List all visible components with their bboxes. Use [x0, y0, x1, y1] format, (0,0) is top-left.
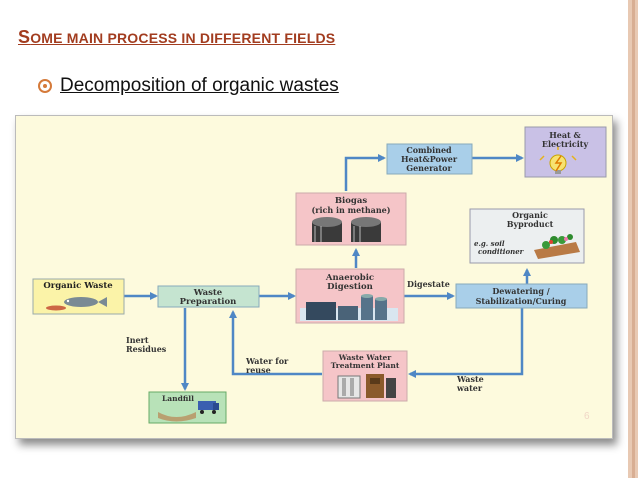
- svg-text:Heat &: Heat &: [549, 130, 581, 140]
- digester-plant-icon: [300, 294, 398, 321]
- svg-text:Landfill: Landfill: [162, 394, 194, 403]
- arrow-wwtp-to-prep: [229, 310, 322, 376]
- svg-text:Anaerobic: Anaerobic: [325, 273, 374, 283]
- svg-text:Digestion: Digestion: [327, 282, 373, 292]
- bullet-text: Decomposition of organic wastes: [60, 75, 339, 96]
- label-water-reuse-1: Water for: [245, 356, 289, 366]
- biogas-node: Biogas (rich in methane): [295, 192, 407, 246]
- page-number: 6: [584, 411, 590, 422]
- organic-byproduct-node: Organic Byproduct e.g. soil conditioner: [469, 208, 585, 264]
- svg-text:(rich in methane): (rich in methane): [311, 205, 390, 215]
- arrow-biogas-to-chp: [344, 154, 386, 191]
- svg-text:Treatment Plant: Treatment Plant: [331, 361, 400, 370]
- svg-text:Organic: Organic: [512, 210, 548, 220]
- svg-text:Preparation: Preparation: [180, 297, 237, 307]
- diagram-arrows: [124, 154, 531, 391]
- svg-text:Waste Water: Waste Water: [338, 353, 393, 362]
- svg-text:Electricity: Electricity: [542, 139, 589, 149]
- arrow-dewatering-to-wwtp: [408, 308, 524, 378]
- slide-title: SOME MAIN PROCESS IN DIFFERENT FIELDS: [18, 27, 336, 47]
- label-digestate: Digestate: [407, 279, 450, 289]
- slide-border-decoration: [628, 0, 638, 478]
- dewatering-node: Dewatering / Stabilization/Curing: [455, 283, 588, 309]
- svg-text:Dewatering /: Dewatering /: [492, 286, 549, 296]
- planter-icon: [534, 234, 580, 259]
- fish-icon: [46, 297, 107, 311]
- process-diagram: Organic Waste Waste Preparation Anaerobi…: [15, 115, 613, 439]
- label-waste-water-1: Waste: [456, 374, 484, 384]
- gas-tanks-icon: [312, 217, 381, 242]
- svg-text:conditioner: conditioner: [478, 247, 525, 256]
- waste-preparation-node: Waste Preparation: [157, 285, 260, 308]
- svg-text:Organic Waste: Organic Waste: [43, 281, 113, 291]
- label-inert-1: Inert: [126, 335, 149, 345]
- landfill-node: Landfill: [148, 391, 227, 424]
- label-waste-water-2: water: [456, 383, 483, 393]
- bullet-icon: [38, 79, 52, 93]
- label-water-reuse-2: reuse: [246, 365, 271, 375]
- treatment-plant-icon: [337, 374, 396, 399]
- svg-text:Stabilization/Curing: Stabilization/Curing: [476, 296, 567, 306]
- lightbulb-icon: [539, 147, 577, 174]
- svg-text:Biogas: Biogas: [335, 196, 368, 206]
- dump-truck-icon: [158, 401, 219, 422]
- chp-generator-node: Combined Heat&Power Generator: [386, 143, 473, 175]
- bullet-item: Decomposition of organic wastes: [38, 75, 339, 97]
- svg-text:Byproduct: Byproduct: [507, 219, 554, 229]
- heat-electricity-node: Heat & Electricity: [524, 126, 607, 178]
- svg-text:Combined: Combined: [406, 145, 452, 155]
- svg-text:Waste: Waste: [193, 288, 223, 298]
- label-inert-2: Residues: [126, 344, 167, 354]
- svg-text:Heat&Power: Heat&Power: [401, 154, 458, 164]
- anaerobic-digestion-node: Anaerobic Digestion: [295, 268, 405, 324]
- svg-text:e.g. soil: e.g. soil: [474, 239, 505, 248]
- svg-text:Generator: Generator: [406, 163, 452, 173]
- organic-waste-node: Organic Waste: [32, 278, 125, 315]
- wwtp-node: Waste Water Treatment Plant: [322, 350, 408, 402]
